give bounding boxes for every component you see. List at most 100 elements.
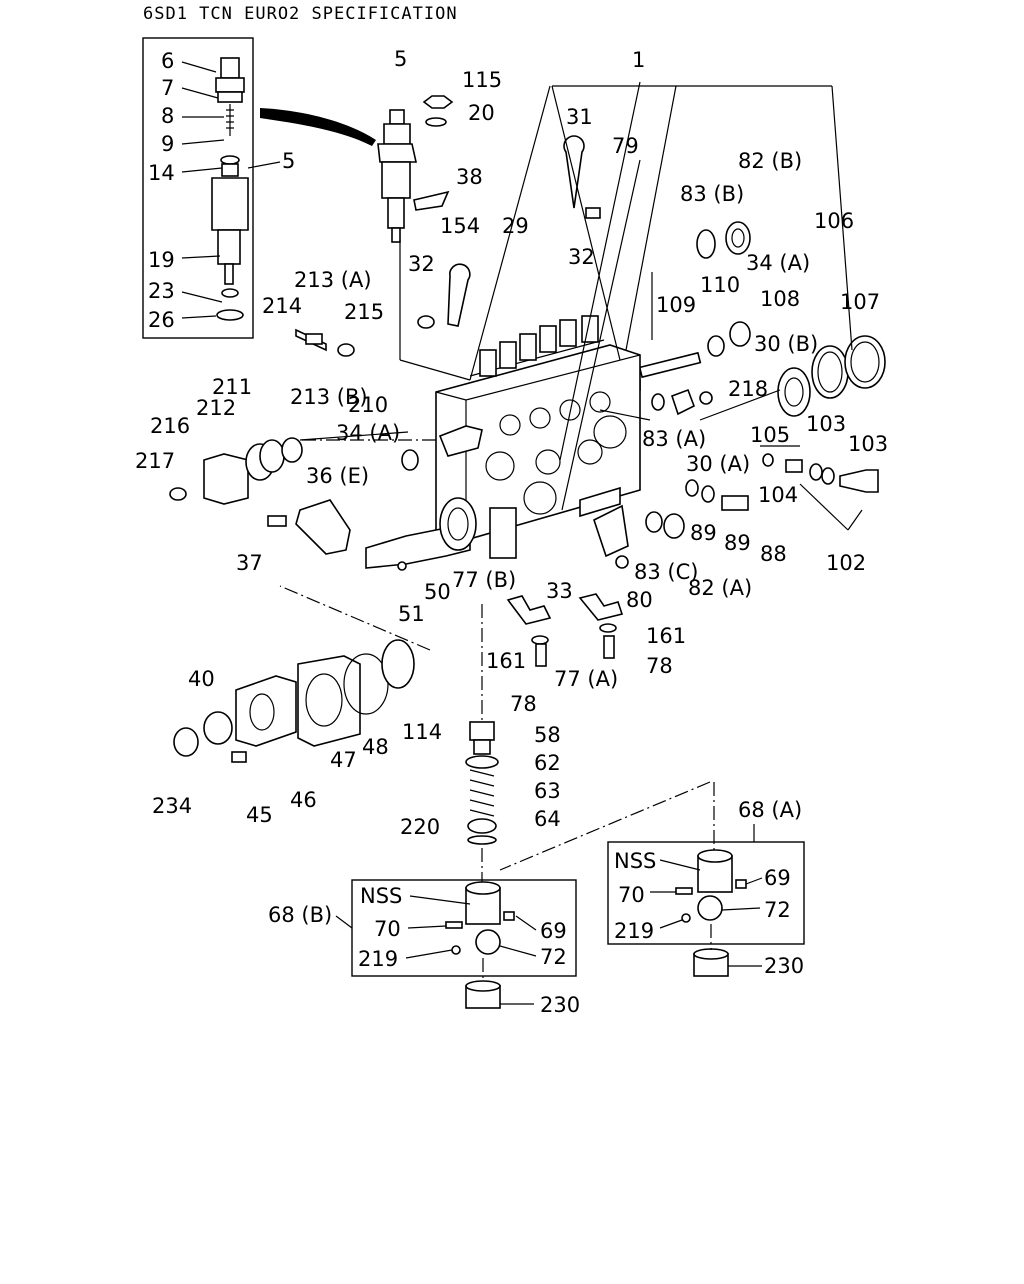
callout-213a: 213 (A) bbox=[294, 268, 372, 292]
callout-34a-left: 34 (A) bbox=[336, 421, 400, 445]
callout-70-68b: 70 bbox=[374, 917, 401, 941]
callout-161-left: 161 bbox=[486, 649, 526, 673]
callout-30b: 30 (B) bbox=[754, 332, 818, 356]
callout-5: 5 bbox=[394, 47, 407, 71]
callout-215: 215 bbox=[344, 300, 384, 324]
callout-108: 108 bbox=[760, 287, 800, 311]
callout-70-68a: 70 bbox=[618, 883, 645, 907]
bolt-32-lower bbox=[417, 315, 435, 329]
plug-82a-ring-83c bbox=[645, 511, 685, 539]
callout-62: 62 bbox=[534, 751, 561, 775]
inset-box-nozzle bbox=[142, 37, 254, 339]
nss-label-68a: NSS bbox=[614, 849, 656, 873]
callout-104: 104 bbox=[758, 483, 798, 507]
callout-83b: 83 (B) bbox=[680, 182, 744, 206]
callout-161-right: 161 bbox=[646, 624, 686, 648]
callout-50: 50 bbox=[424, 580, 451, 604]
callout-106: 106 bbox=[814, 209, 854, 233]
callout-64: 64 bbox=[534, 807, 561, 831]
callout-230-68a: 230 bbox=[764, 954, 804, 978]
callout-23: 23 bbox=[148, 279, 175, 303]
callout-33: 33 bbox=[546, 579, 573, 603]
gear-105 bbox=[777, 367, 811, 417]
callout-58: 58 bbox=[534, 723, 561, 747]
callout-214: 214 bbox=[262, 294, 302, 318]
callout-32-left: 32 bbox=[408, 252, 435, 276]
callout-68b: 68 (B) bbox=[268, 903, 332, 927]
callout-47: 47 bbox=[330, 748, 357, 772]
inset-leader-lines bbox=[181, 61, 281, 319]
callout-63: 63 bbox=[534, 779, 561, 803]
callout-31: 31 bbox=[566, 105, 593, 129]
bolt-88-washers-89 bbox=[685, 479, 749, 511]
callout-107: 107 bbox=[840, 290, 880, 314]
callout-labels: 6 7 8 9 14 19 23 26 5 5 115 20 38 1 31 7… bbox=[135, 47, 888, 1017]
callout-83c: 83 (C) bbox=[634, 560, 698, 584]
plate-38 bbox=[413, 190, 450, 211]
callout-46: 46 bbox=[290, 788, 317, 812]
delivery-valve-holder-5 bbox=[377, 109, 417, 243]
callout-1: 1 bbox=[632, 48, 645, 72]
callout-40: 40 bbox=[188, 667, 215, 691]
callout-69-68a: 69 bbox=[764, 866, 791, 890]
bolt-32-upper bbox=[585, 207, 601, 219]
gasket-33 bbox=[593, 504, 629, 558]
callout-82b: 82 (B) bbox=[738, 149, 802, 173]
rod-109 bbox=[638, 351, 702, 379]
callout-30a: 30 (A) bbox=[686, 452, 750, 476]
nut-80 bbox=[615, 555, 629, 569]
callout-218: 218 bbox=[728, 377, 768, 401]
callout-9: 9 bbox=[161, 132, 174, 156]
link-154 bbox=[447, 263, 471, 327]
callout-45: 45 bbox=[246, 803, 273, 827]
callout-72-68b: 72 bbox=[540, 945, 567, 969]
key-51 bbox=[397, 561, 407, 571]
callout-37: 37 bbox=[236, 551, 263, 575]
main-leader-lines bbox=[299, 81, 863, 531]
callout-29: 29 bbox=[502, 214, 529, 238]
callout-213b: 213 (B) bbox=[290, 385, 368, 409]
callout-69-68b: 69 bbox=[540, 919, 567, 943]
callout-48: 48 bbox=[362, 735, 389, 759]
callout-7: 7 bbox=[161, 76, 174, 100]
callout-6: 6 bbox=[161, 49, 174, 73]
nss-box-68a bbox=[607, 841, 805, 945]
nss-label-68b: NSS bbox=[360, 884, 402, 908]
callout-36e: 36 (E) bbox=[306, 464, 369, 488]
plunger-stack bbox=[465, 721, 499, 845]
callout-14: 14 bbox=[148, 161, 175, 185]
callout-109: 109 bbox=[656, 293, 696, 317]
injection-pump-body bbox=[435, 315, 641, 559]
callout-89-right: 89 bbox=[724, 531, 751, 555]
callout-89-left: 89 bbox=[690, 521, 717, 545]
callout-211: 211 bbox=[212, 375, 252, 399]
callout-77a: 77 (A) bbox=[554, 667, 618, 691]
callout-88: 88 bbox=[760, 542, 787, 566]
callout-154: 154 bbox=[440, 214, 480, 238]
callout-210: 210 bbox=[348, 393, 388, 417]
callout-219-68b: 219 bbox=[358, 947, 398, 971]
callout-78-left: 78 bbox=[510, 692, 537, 716]
tappet-assembly-68a bbox=[675, 849, 747, 977]
callout-34a-right: 34 (A) bbox=[746, 251, 810, 275]
plug-82b-seal-83b bbox=[696, 221, 751, 259]
callout-102: 102 bbox=[826, 551, 866, 575]
gasket-106-ring-107 bbox=[811, 335, 886, 399]
callout-19: 19 bbox=[148, 248, 175, 272]
callout-68a: 68 (A) bbox=[738, 798, 802, 822]
callout-230-68b: 230 bbox=[540, 993, 580, 1017]
callout-115: 115 bbox=[462, 68, 502, 92]
nss-leader-lines bbox=[335, 824, 763, 1005]
callout-82a: 82 (A) bbox=[688, 576, 752, 600]
callout-105: 105 bbox=[750, 423, 790, 447]
brackets-77 bbox=[506, 593, 624, 667]
callout-5-inset: 5 bbox=[282, 149, 295, 173]
callout-38: 38 bbox=[456, 165, 483, 189]
callout-83a: 83 (A) bbox=[642, 427, 706, 451]
callout-79: 79 bbox=[612, 134, 639, 158]
callout-103-lower: 103 bbox=[848, 432, 888, 456]
callout-212: 212 bbox=[196, 396, 236, 420]
governor-side-parts bbox=[169, 328, 483, 555]
callout-20: 20 bbox=[468, 101, 495, 125]
